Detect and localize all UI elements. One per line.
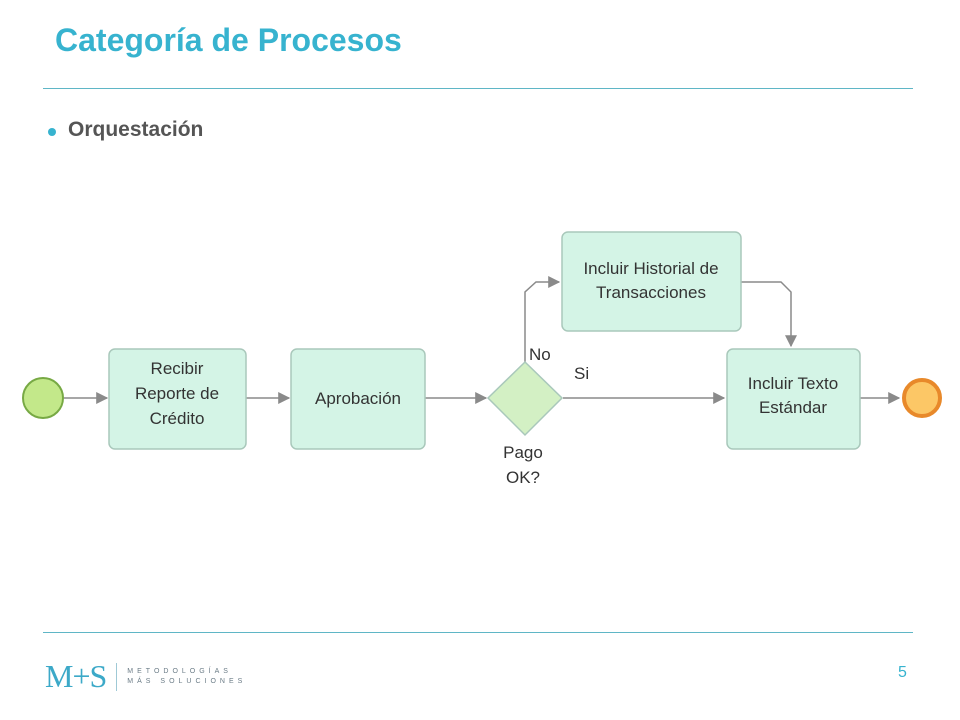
gateway-label-line1: Pago — [503, 443, 543, 462]
logo-line-1: METODOLOGÍAS — [127, 668, 232, 675]
bullet-item: Orquestación — [48, 118, 203, 142]
start-event-circle — [22, 377, 64, 419]
logo-mark: M+S — [45, 658, 107, 694]
task-recibir-line2: Reporte de — [135, 384, 219, 403]
task-incluir-texto: Incluir Texto Estándar — [726, 348, 861, 450]
gateway-no-label: No — [529, 345, 551, 364]
bullet-dot-icon — [48, 127, 56, 136]
end-event-circle — [902, 378, 942, 418]
flow-gateway-no — [524, 276, 561, 362]
task-texto-line2: Estándar — [759, 398, 827, 417]
task-incluir-historial: Incluir Historial de Transacciones — [561, 231, 742, 332]
flow-historial-to-texto — [741, 281, 797, 348]
gateway-label-line2: OK? — [506, 468, 540, 487]
task-recibir-line3: Crédito — [150, 409, 205, 428]
task-historial-line1: Incluir Historial de — [583, 259, 718, 278]
slide-title: Categoría de Procesos — [55, 22, 402, 58]
logo-separator — [116, 662, 118, 691]
page-number: 5 — [898, 664, 907, 681]
task-aprobacion: Aprobación — [290, 348, 426, 450]
bottom-divider — [43, 632, 913, 633]
sequence-flows — [64, 276, 901, 404]
top-divider — [43, 88, 913, 89]
company-logo: M+S METODOLOGÍAS MÁS SOLUCIONES — [45, 658, 246, 695]
gateway-pago-ok — [486, 360, 564, 437]
gateway-si-label: Si — [574, 364, 589, 383]
logo-wordmark: METODOLOGÍAS MÁS SOLUCIONES — [127, 668, 246, 685]
task-recibir-reporte: Recibir Reporte de Crédito — [108, 348, 247, 450]
task-recibir-line1: Recibir — [151, 359, 204, 378]
logo-line-2: MÁS SOLUCIONES — [127, 678, 247, 685]
bullet-text: Orquestación — [68, 118, 204, 141]
task-texto-line1: Incluir Texto — [748, 374, 838, 393]
task-historial-line2: Transacciones — [596, 283, 706, 302]
task-aprobacion-label: Aprobación — [315, 389, 401, 408]
